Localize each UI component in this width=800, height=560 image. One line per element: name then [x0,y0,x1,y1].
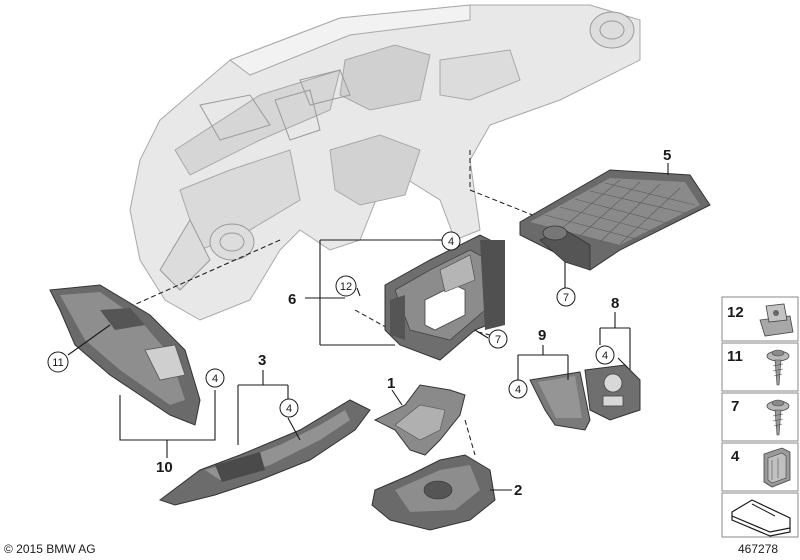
svg-text:4: 4 [602,350,608,362]
screw-with-washer-icon [766,399,790,436]
callout-9: 9 [538,327,546,344]
svg-text:7: 7 [563,292,569,304]
svg-text:7: 7 [731,398,739,415]
legend-item-12: 12 [721,296,799,342]
leader-lines [67,163,669,491]
callout-2: 2 [514,482,522,499]
callout-6: 6 [288,291,296,308]
circled-11-glovebox: 11 [47,351,69,373]
svg-text:7: 7 [495,334,501,346]
circled-7-frame: 7 [488,329,508,349]
part-9-panel [529,371,591,431]
svg-text:12: 12 [727,304,744,321]
callout-8: 8 [611,295,619,312]
circled-4-glovebox: 4 [205,368,225,388]
legend-item-11: 11 [721,342,799,392]
fastener-legend: 12 11 7 [721,296,799,538]
callout-1: 1 [387,375,395,392]
callout-labels: 5 6 8 9 3 1 2 10 [156,147,671,499]
copyright-text: © 2015 BMW AG [4,542,96,556]
svg-text:4: 4 [448,236,454,248]
legend-item-4: 4 [721,442,799,492]
callout-3: 3 [258,352,266,369]
part-2-cover-lower [371,454,496,531]
circled-callouts: 4 12 7 7 11 4 4 4 [47,231,615,418]
clip-nut-icon [759,303,794,337]
part-8-switch-panel [584,364,641,421]
svg-text:11: 11 [727,348,743,365]
part-1-cover-upper [373,384,466,456]
circled-4-panel8: 4 [595,345,615,365]
svg-text:11: 11 [52,357,63,369]
part-10-glovebox [49,284,201,426]
expanding-nut-icon [763,447,791,488]
circled-7-bracket: 7 [556,287,576,307]
circled-4-trim3: 4 [279,398,299,418]
circled-12-frame: 12 [335,275,357,297]
part-3-trim [158,399,371,506]
svg-text:4: 4 [286,403,292,415]
mounting-kit-icon [731,499,791,537]
part-5-bracket [519,169,711,271]
svg-text:4: 4 [731,448,740,465]
diagram-number: 467278 [738,542,778,556]
dashboard-carrier [129,4,641,321]
legend-item-7: 7 [721,392,799,442]
dashboard-vents [159,11,635,291]
svg-text:4: 4 [212,373,218,385]
circled-4-panel9: 4 [508,379,528,399]
part-6-frame [384,234,505,361]
svg-text:4: 4 [515,384,521,396]
callout-10: 10 [156,459,173,476]
callout-5: 5 [663,147,671,164]
svg-text:12: 12 [340,281,352,293]
legend-item-kit [721,492,799,538]
screw-with-washer-icon [766,349,790,386]
circled-4-frame: 4 [441,231,461,251]
